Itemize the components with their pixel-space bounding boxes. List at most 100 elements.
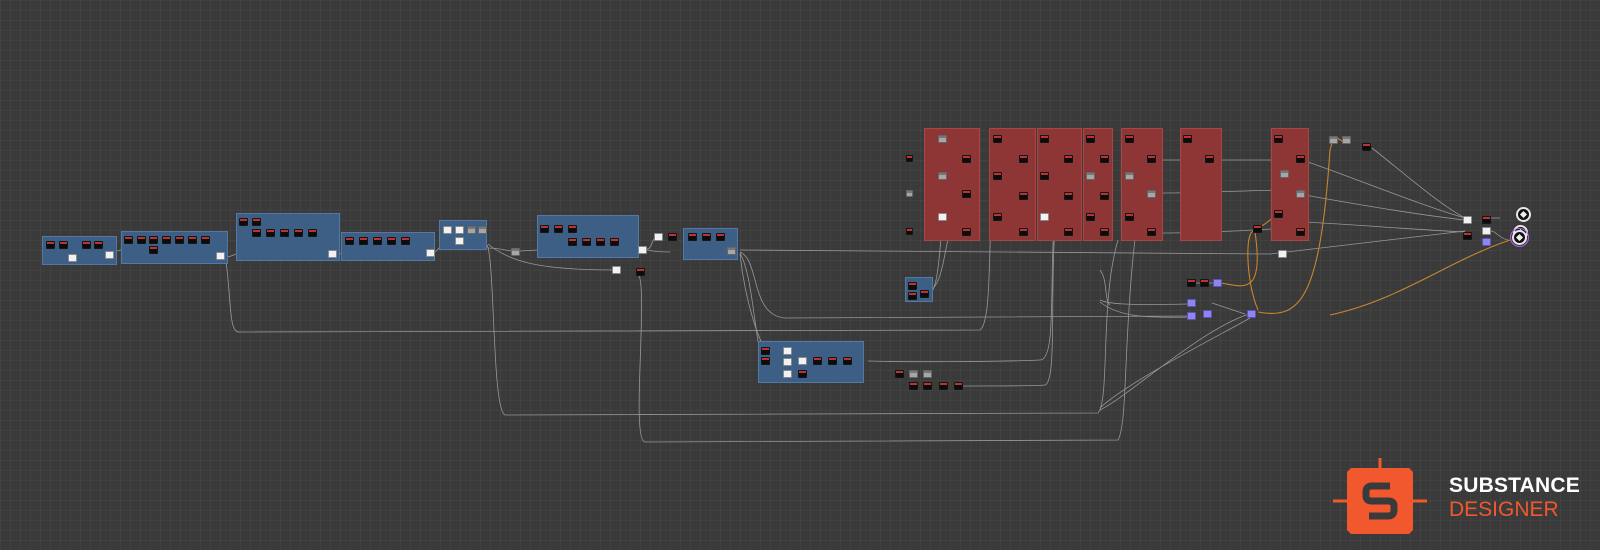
texture-node-icon[interactable] [1183,135,1192,143]
texture-node-icon[interactable] [843,357,852,365]
texture-node-icon[interactable] [280,229,289,237]
texture-node-icon[interactable] [1463,232,1472,240]
texture-node-icon[interactable] [923,382,932,390]
texture-node-icon[interactable] [1278,250,1287,258]
texture-node-icon[interactable] [443,226,452,234]
texture-node-icon[interactable] [798,370,807,378]
texture-node-icon[interactable] [783,347,792,355]
texture-node-icon[interactable] [1187,299,1196,307]
texture-node-icon[interactable] [783,370,792,378]
texture-node-icon[interactable] [906,190,913,197]
texture-node-icon[interactable] [188,236,197,244]
texture-node-icon[interactable] [938,213,947,221]
texture-node-icon[interactable] [727,247,736,255]
texture-node-icon[interactable] [1274,210,1283,218]
texture-node-icon[interactable] [1040,213,1049,221]
texture-node-icon[interactable] [1482,216,1491,224]
texture-node-icon[interactable] [68,254,77,262]
texture-node-icon[interactable] [554,225,563,233]
texture-node-icon[interactable] [939,382,948,390]
texture-node-icon[interactable] [1064,155,1073,163]
texture-node-icon[interactable] [1482,227,1491,235]
texture-node-icon[interactable] [455,226,464,234]
texture-node-icon[interactable] [1019,155,1028,163]
texture-node-icon[interactable] [909,382,918,390]
texture-node-icon[interactable] [1100,228,1109,236]
texture-node-icon[interactable] [1362,143,1371,151]
texture-node-icon[interactable] [813,357,822,365]
texture-node-icon[interactable] [426,249,435,257]
texture-node-icon[interactable] [1086,135,1095,143]
texture-node-icon[interactable] [962,228,971,236]
output-node-icon[interactable] [1510,228,1529,247]
texture-node-icon[interactable] [1296,228,1305,236]
texture-node-icon[interactable] [1147,228,1156,236]
texture-node-icon[interactable] [688,233,697,241]
texture-node-icon[interactable] [596,238,605,246]
texture-node-icon[interactable] [308,229,317,237]
texture-node-icon[interactable] [59,241,68,249]
texture-node-icon[interactable] [1147,190,1156,198]
texture-node-icon[interactable] [124,236,133,244]
texture-node-icon[interactable] [328,250,337,258]
frame-red-1[interactable] [924,128,980,241]
frame-blue-6[interactable] [537,215,639,258]
texture-node-icon[interactable] [1187,279,1196,287]
texture-node-icon[interactable] [239,218,248,226]
texture-node-icon[interactable] [252,229,261,237]
texture-node-icon[interactable] [1064,228,1073,236]
texture-node-icon[interactable] [1086,172,1095,180]
texture-node-icon[interactable] [1253,225,1262,233]
texture-node-icon[interactable] [636,268,645,276]
frame-red-2[interactable] [989,128,1036,241]
texture-node-icon[interactable] [612,266,621,274]
texture-node-icon[interactable] [938,135,947,143]
texture-node-icon[interactable] [1019,192,1028,200]
texture-node-icon[interactable] [1329,136,1338,144]
texture-node-icon[interactable] [761,347,770,355]
texture-node-icon[interactable] [1100,192,1109,200]
texture-node-icon[interactable] [1100,155,1109,163]
texture-node-icon[interactable] [1086,213,1095,221]
output-node-icon[interactable] [1516,207,1531,222]
texture-node-icon[interactable] [909,370,918,378]
texture-node-icon[interactable] [783,358,792,366]
texture-node-icon[interactable] [1247,310,1256,318]
texture-node-icon[interactable] [1125,213,1134,221]
texture-node-icon[interactable] [1296,190,1305,198]
texture-node-icon[interactable] [568,225,577,233]
texture-node-icon[interactable] [1187,312,1196,320]
texture-node-icon[interactable] [761,357,770,365]
texture-node-icon[interactable] [582,238,591,246]
texture-node-icon[interactable] [175,236,184,244]
texture-node-icon[interactable] [511,248,520,256]
texture-node-icon[interactable] [954,382,963,390]
texture-node-icon[interactable] [82,241,91,249]
texture-node-icon[interactable] [216,252,225,260]
frame-red-3[interactable] [1037,128,1082,241]
texture-node-icon[interactable] [828,357,837,365]
texture-node-icon[interactable] [895,370,904,378]
texture-node-icon[interactable] [906,228,913,235]
texture-node-icon[interactable] [266,229,275,237]
texture-node-icon[interactable] [149,246,158,254]
texture-node-icon[interactable] [1040,172,1049,180]
frame-blue-4[interactable] [341,232,435,261]
texture-node-icon[interactable] [610,238,619,246]
texture-node-icon[interactable] [162,236,171,244]
texture-node-icon[interactable] [1125,135,1134,143]
frame-blue-1[interactable] [42,236,117,265]
texture-node-icon[interactable] [1342,136,1351,144]
texture-node-icon[interactable] [654,233,663,241]
texture-node-icon[interactable] [1203,310,1212,318]
texture-node-icon[interactable] [401,237,410,245]
texture-node-icon[interactable] [938,172,947,180]
texture-node-icon[interactable] [993,135,1002,143]
texture-node-icon[interactable] [1125,172,1134,180]
frame-blue-5[interactable] [439,220,487,250]
texture-node-icon[interactable] [149,236,158,244]
frame-red-5[interactable] [1121,128,1163,241]
texture-node-icon[interactable] [798,357,807,365]
texture-node-icon[interactable] [1280,170,1289,178]
